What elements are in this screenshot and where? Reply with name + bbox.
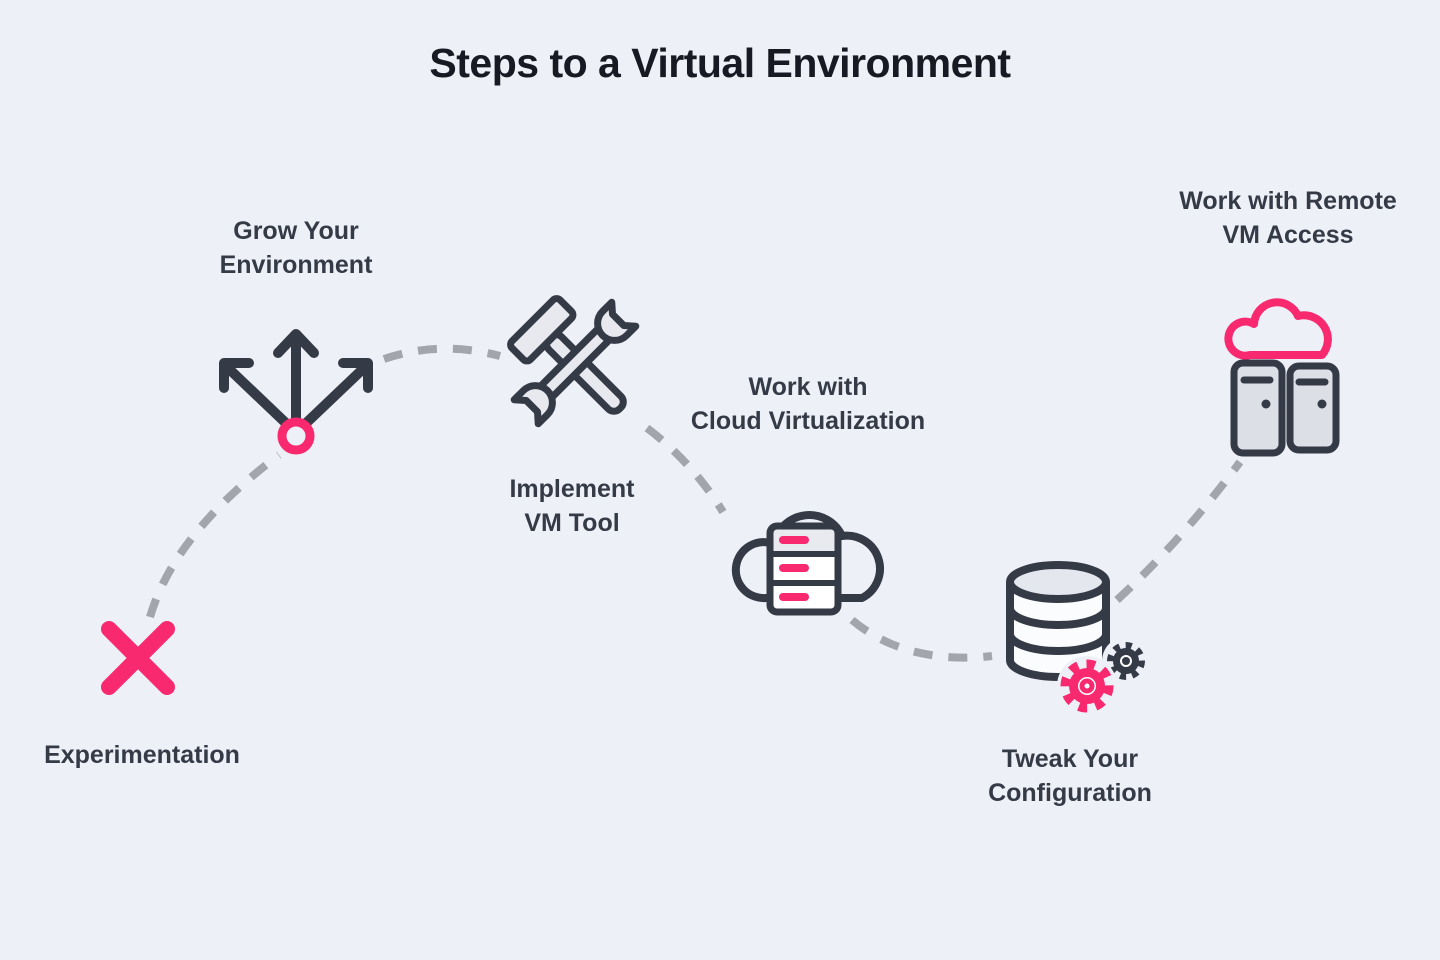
step-label-line: Cloud Virtualization: [690, 407, 926, 435]
cloud-vm-towers-icon: [1224, 298, 1340, 457]
step-label-line: Implement: [509, 475, 635, 503]
step-label-line: Environment: [219, 251, 373, 279]
connector-3: [644, 424, 727, 515]
connector-1: [146, 451, 282, 619]
step-label-line: Configuration: [988, 779, 1152, 807]
step-label: Grow Your Environment: [220, 214, 373, 282]
step-label: Experimentation: [44, 738, 240, 772]
step-label-line: VM Tool: [524, 509, 620, 537]
connector-2: [382, 344, 502, 363]
step-label-line: VM Access: [1222, 221, 1354, 249]
step-label: Implement VM Tool: [509, 472, 634, 540]
step-label-line: Tweak Your: [1001, 745, 1139, 773]
branch-arrows-icon: [219, 329, 373, 455]
step-label: Work with Remote VM Access: [1179, 184, 1397, 252]
step-label-line: Work with Remote: [1179, 187, 1397, 215]
hammer-wrench-icon: [507, 295, 640, 428]
database-gears-icon: [1006, 561, 1150, 716]
x-cross-icon: [101, 621, 175, 695]
gear-icon: [1057, 656, 1117, 716]
step-label-line: Work with: [748, 373, 868, 401]
step-label-line: Grow Your: [233, 217, 359, 245]
step-label: Tweak Your Configuration: [988, 742, 1152, 810]
cloud-server-icon: [731, 511, 884, 616]
connector-4: [849, 616, 993, 662]
page-title: Steps to a Virtual Environment: [429, 40, 1011, 86]
step-label-line: Experimentation: [44, 741, 240, 769]
step-label: Work with Cloud Virtualization: [691, 370, 925, 438]
